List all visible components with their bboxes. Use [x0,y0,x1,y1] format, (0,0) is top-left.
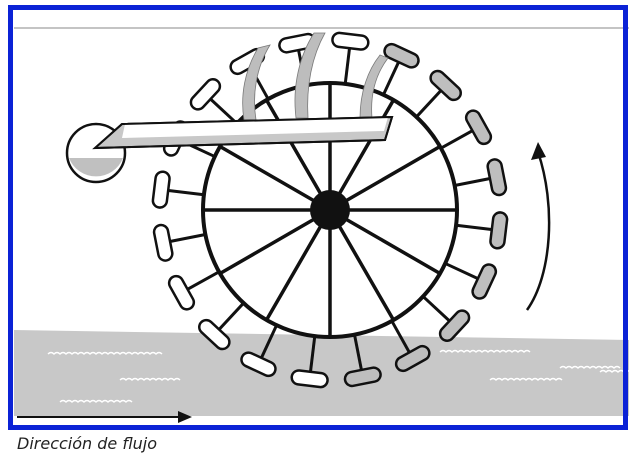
wheel-paddle [331,31,370,85]
wheel-paddle [189,78,238,125]
wheel-spoke [218,208,332,276]
water-wheel-icon [201,81,459,339]
wheel-paddle [455,211,509,250]
wheel-paddle [444,262,498,300]
wheel-spokes [201,81,459,339]
water-streams [242,32,389,121]
ripple-line [47,351,163,355]
wheel-paddle [290,335,329,389]
ripple-line [119,377,181,381]
wheel-paddles [151,31,509,389]
wheel-paddle [415,69,462,118]
wheel-paddle [151,170,205,209]
wheel-spoke [264,98,332,212]
flow-direction-caption: Dirección de flujo [17,434,158,453]
ripple-line [59,399,133,403]
ripple-line [489,377,563,381]
wheel-paddle [440,109,493,150]
wheel-hub [310,190,350,230]
wheel-paddle [422,295,471,342]
trough-icon [92,115,394,150]
ripple-line [439,349,531,353]
wheel-paddle [454,158,508,197]
wheel-spoke [218,144,332,212]
wheel-spoke [328,208,442,276]
frame-border [8,5,628,430]
wheel-spoke [328,208,396,322]
wheel-paddle [152,223,206,262]
wheel-paddle [390,320,431,373]
wheel-paddle [240,324,278,378]
rotation-arrow-icon [525,142,551,311]
wheel-paddle [343,334,382,388]
wheel-spoke [328,144,442,212]
wheel-paddle [382,42,420,96]
flow-arrow-icon [17,411,192,423]
wheel-paddle [198,302,245,351]
wheel-paddle [167,270,220,311]
wheel-spoke [264,208,332,322]
ripple-line [559,365,621,369]
